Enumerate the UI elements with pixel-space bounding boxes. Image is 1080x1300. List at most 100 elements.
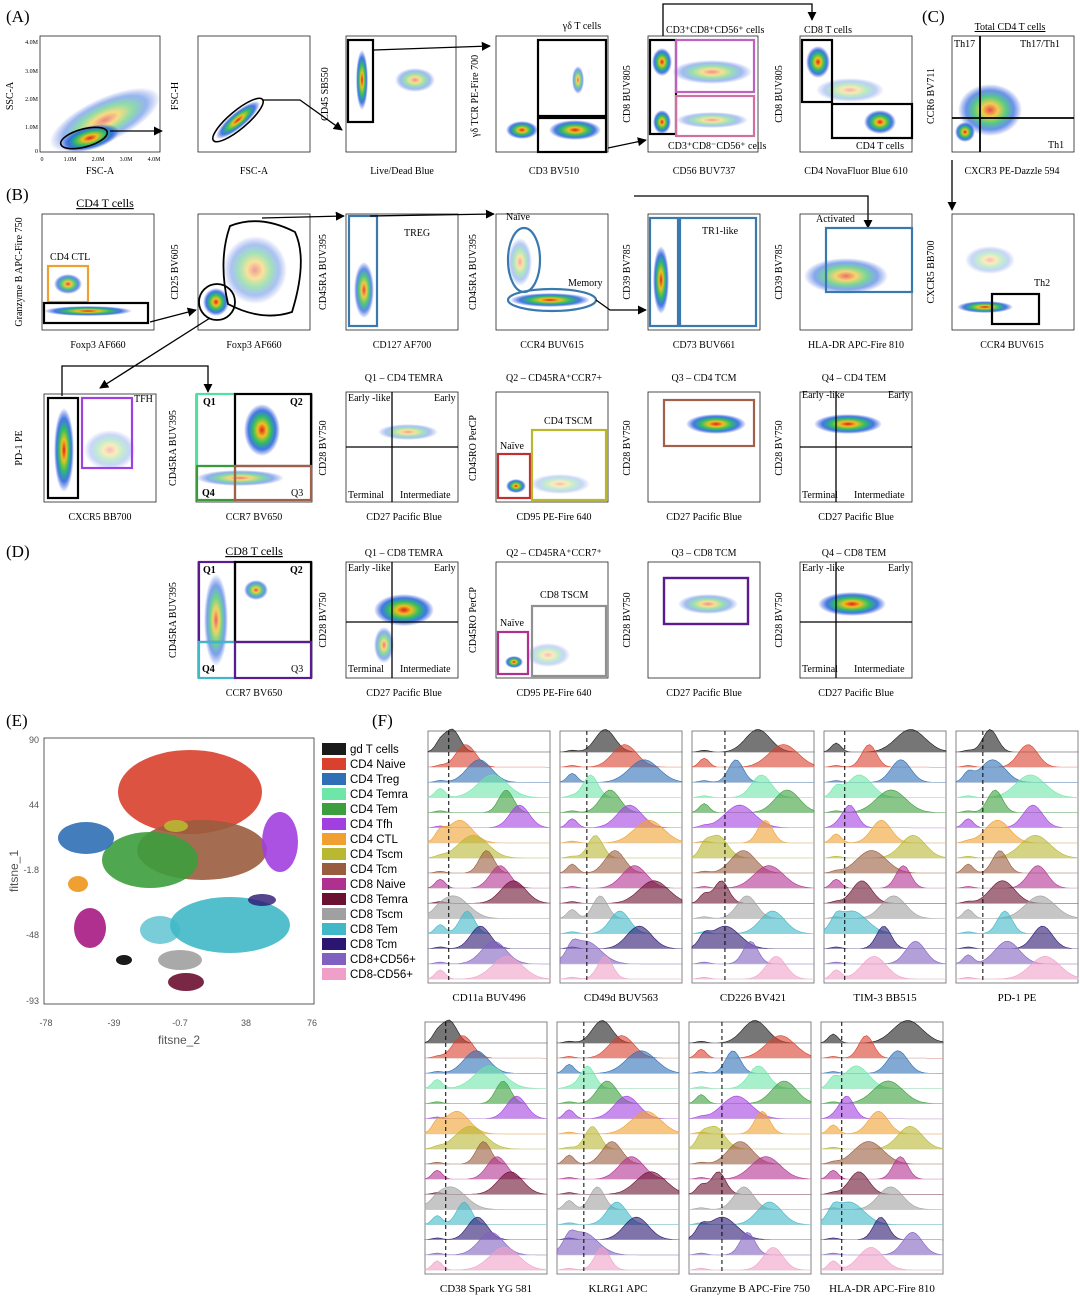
histogram-marker-label: CD38 Spark YG 581 [440, 1283, 532, 1295]
axis-label: CXCR5 BB700 [926, 240, 937, 303]
histogram-curve [820, 1080, 944, 1104]
quadrant-label: Early -like [802, 390, 845, 401]
legend-label: CD4 Temra [350, 789, 409, 801]
axis-label: CD45RA BUV395 [168, 582, 179, 658]
axis-label: CD39 BV785 [774, 244, 785, 299]
quadrant-label: Q4 [202, 488, 215, 499]
plot-b2: CD25 BV605 Foxp3 AF660 [170, 213, 311, 351]
legend-item: CD4 CTL [322, 833, 399, 846]
legend-label: CD8-CD56+ [350, 969, 413, 981]
gate-label: CD3⁺CD8⁻CD56⁺ cells [668, 141, 766, 152]
legend-swatch [322, 923, 346, 935]
legend-swatch [322, 788, 346, 800]
legend-label: CD4 CTL [350, 834, 399, 846]
axis-label: Live/Dead Blue [370, 166, 434, 177]
gate-arrow [61, 365, 213, 396]
gate-label: CD8 T cells [804, 25, 852, 36]
legend-item: CD4 Temra [322, 788, 409, 801]
histogram-curve [691, 744, 815, 768]
plot-c-bottom: Th2 CXCR5 BB700 CCR4 BUV615 [926, 213, 1075, 351]
tick-label: 0 [35, 149, 38, 155]
quadrant-label: Early -like [348, 393, 391, 404]
histogram-panel: Granzyme B APC-Fire 750 [688, 1020, 812, 1295]
histogram-curve [556, 1110, 680, 1135]
axis-label: CD28 BV750 [318, 420, 329, 475]
legend-item: CD4 Treg [322, 773, 399, 786]
gate-label: TR1-like [702, 226, 739, 237]
plot-d6: Q4 – CD8 TEM Early -like Early Terminal … [774, 548, 913, 699]
tick-label: -0.7 [172, 1018, 188, 1028]
legend-item: CD8-CD56+ [322, 968, 413, 981]
tick-label: 44 [29, 800, 39, 810]
gate-label: CD3⁺CD8⁺CD56⁺ cells [666, 25, 764, 36]
gate-arrow [262, 99, 343, 131]
gate-arrow [261, 211, 345, 221]
tick-label: 90 [29, 735, 39, 745]
plot-b6: Activated CD39 BV785 HLA-DR APC-Fire 810 [774, 213, 914, 351]
histogram-curve [556, 1050, 680, 1074]
legend-label: CD4 Tcm [350, 864, 397, 876]
histogram-marker-label: KLRG1 APC [589, 1283, 648, 1295]
gate-arrow [607, 137, 647, 149]
legend-label: CD8 Tscm [350, 909, 403, 921]
histogram-curve [955, 925, 1079, 950]
axis-label: CD45RA BUV395 [468, 234, 479, 310]
quadrant-label: Q3 [291, 488, 303, 499]
histogram-curve [820, 1020, 944, 1044]
plot-a4: γδ T cells γδ TCR PE-Fire 700 CD3 BV510 [470, 21, 609, 177]
histogram-marker-label: CD11a BUV496 [452, 992, 526, 1004]
axis-label: CD45RO PerCP [468, 415, 479, 481]
histogram-curve [688, 1035, 812, 1059]
axis-label: CD28 BV750 [774, 592, 785, 647]
gate-label: Activated [816, 214, 855, 225]
axis-label: CD45RO PerCP [468, 587, 479, 653]
legend-swatch [322, 953, 346, 965]
gate-label: Naïve [506, 212, 530, 223]
legend-swatch [322, 908, 346, 920]
plot-b2-6: Q4 – CD4 TEM Early -like Early Terminal … [774, 373, 913, 523]
axis-label: CD39 BV785 [622, 244, 633, 299]
legend-swatch [322, 848, 346, 860]
quadrant-label: Early [434, 393, 456, 404]
histogram-curve [955, 804, 1079, 829]
axis-label: CCR7 BV650 [226, 688, 282, 699]
plot-b2-2: Q1 Q2 Q3 Q4 CD45RA BUV395 CCR7 BV650 [168, 392, 313, 523]
legend-label: CD4 Treg [350, 774, 399, 786]
axis-label: CD27 Pacific Blue [666, 512, 742, 523]
axis-label: CD127 AF700 [373, 340, 432, 351]
histogram-curve [424, 1065, 547, 1089]
axis-label: Granzyme B APC-Fire 750 [14, 217, 25, 326]
axis-label: CD25 BV605 [170, 244, 181, 299]
legend-label: CD8+CD56+ [350, 954, 416, 966]
histogram-curve [559, 880, 683, 904]
axis-label: CXCR5 BB700 [68, 512, 131, 523]
tick-label: 3.0M [120, 157, 134, 163]
panel-label-f: (F) [372, 711, 393, 730]
gate-arrow [595, 299, 647, 315]
quadrant-label: Early -like [348, 563, 391, 574]
quadrant-label: Q2 [290, 397, 303, 408]
tick-label: 38 [241, 1018, 251, 1028]
histogram-curve [820, 1125, 944, 1150]
histogram-curve [691, 789, 815, 813]
axis-label: CCR4 BUV615 [980, 340, 1044, 351]
histogram-curve [955, 865, 1079, 889]
histogram-curve [823, 940, 947, 965]
tick-label: 3.0M [25, 69, 39, 75]
legend-item: CD4 Tfh [322, 818, 393, 831]
tick-label: 76 [307, 1018, 317, 1028]
axis-label: Foxp3 AF660 [70, 340, 125, 351]
plot-b5: TR1-like CD39 BV785 CD73 BUV661 [622, 213, 761, 351]
plot-a5: CD3⁺CD8⁺CD56⁺ cells CD3⁺CD8⁻CD56⁺ cells … [622, 25, 766, 177]
axis-label: FSC-A [86, 166, 115, 177]
quadrant-label: Q4 [202, 664, 215, 675]
plot-d2: Q1 Q2 Q3 Q4 CD45RA BUV395 CCR7 BV650 [168, 560, 313, 699]
gate-label: Th2 [1034, 278, 1050, 289]
panel-label-c: (C) [922, 7, 945, 26]
plot-b2-1: TFH PD-1 PE CXCR5 BB700 [14, 393, 157, 523]
histogram-curve [559, 804, 683, 829]
panel-label-e: (E) [6, 711, 28, 730]
panel-label-a: (A) [6, 7, 30, 26]
histogram-panel: PD-1 PE [955, 729, 1079, 1004]
